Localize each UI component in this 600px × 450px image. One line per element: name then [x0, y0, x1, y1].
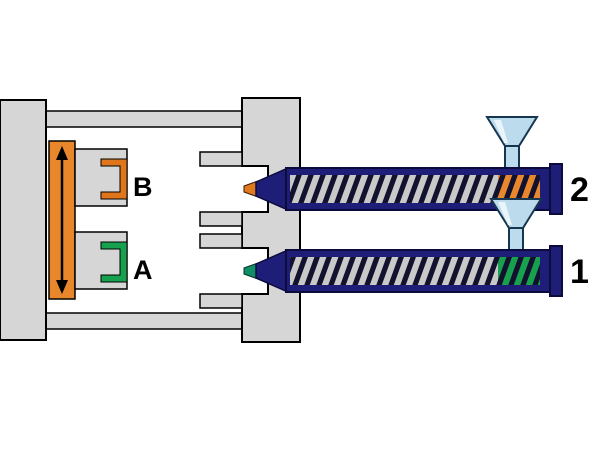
- clamping-platen: [0, 99, 47, 341]
- cavity-a-label: A: [133, 255, 153, 285]
- stationary-platen: [241, 97, 301, 343]
- sprue-bushing-unit-2: [199, 151, 243, 227]
- nozzle-2: [255, 166, 289, 212]
- mold-station-a: A: [74, 231, 153, 290]
- hopper-2: [485, 116, 539, 169]
- injection-unit-1: 1: [243, 198, 589, 297]
- tie-bar-top: [45, 110, 247, 128]
- barrel-flange-1: [549, 245, 563, 297]
- mold-station-b: B: [74, 148, 153, 207]
- cavity-b-label: B: [133, 172, 153, 202]
- cavity-a-outline: [100, 241, 128, 283]
- screw-1: [290, 257, 540, 285]
- cavity-b-outline: [100, 158, 128, 200]
- hopper-1: [489, 198, 543, 251]
- tie-bar-bottom: [45, 312, 247, 330]
- hopper-1-highlight: [498, 202, 512, 225]
- unit-1-label: 1: [570, 253, 589, 291]
- rotary-platen-bar: [48, 140, 76, 300]
- screw-flights-1: [290, 257, 540, 285]
- hopper-2-highlight: [494, 120, 508, 143]
- nozzle-1: [255, 248, 289, 294]
- barrel-flange-2: [549, 163, 563, 215]
- unit-2-label: 2: [570, 171, 589, 209]
- sprue-bushing-unit-1: [199, 233, 243, 309]
- platen-movement-arrow-icon: [56, 146, 68, 294]
